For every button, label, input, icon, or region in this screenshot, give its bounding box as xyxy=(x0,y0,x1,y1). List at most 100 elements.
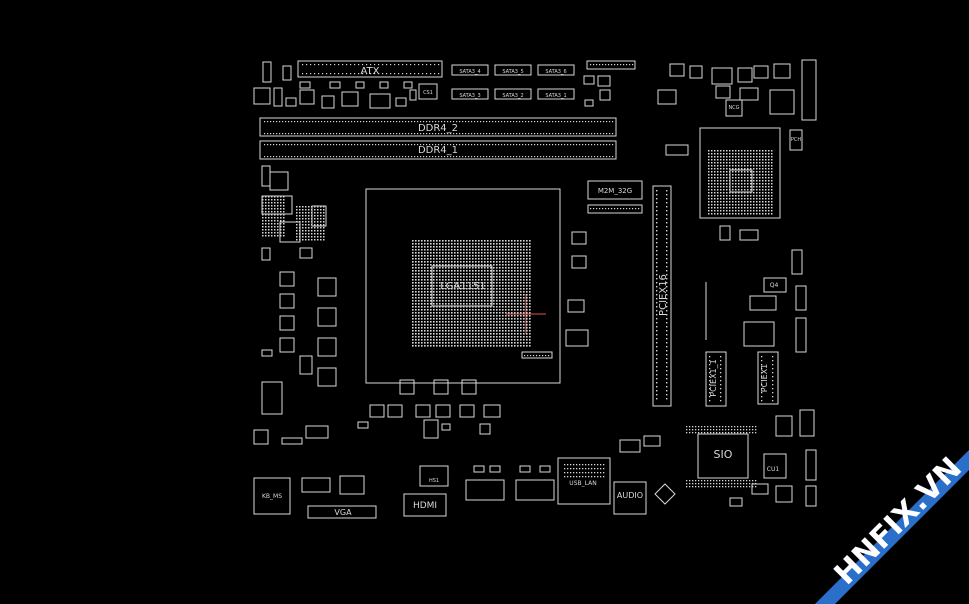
pad xyxy=(412,243,414,245)
pad xyxy=(585,472,587,474)
pad xyxy=(726,150,728,152)
pad xyxy=(750,159,752,161)
pad xyxy=(573,121,575,123)
pad xyxy=(511,327,513,329)
pad xyxy=(759,159,761,161)
pad xyxy=(499,300,501,302)
pad xyxy=(735,201,737,203)
pad xyxy=(707,480,709,482)
pad xyxy=(511,261,513,263)
pad xyxy=(493,282,495,284)
pad xyxy=(318,73,320,75)
pad xyxy=(302,215,304,217)
pad xyxy=(656,198,658,200)
pad xyxy=(523,333,525,335)
pad xyxy=(424,276,426,278)
pad xyxy=(496,279,498,281)
pad xyxy=(656,374,658,376)
pad xyxy=(459,133,461,135)
pad xyxy=(448,321,450,323)
ncg-label: NCG xyxy=(728,105,739,111)
pad xyxy=(454,264,456,266)
pad xyxy=(656,334,658,336)
pad xyxy=(472,264,474,266)
pad xyxy=(508,312,510,314)
pad xyxy=(517,339,519,341)
pad xyxy=(418,312,420,314)
pad xyxy=(744,186,746,188)
pad xyxy=(436,294,438,296)
pad xyxy=(451,264,453,266)
pad xyxy=(750,156,752,158)
pad xyxy=(405,133,407,135)
pad xyxy=(526,243,528,245)
pad xyxy=(457,330,459,332)
pad xyxy=(514,300,516,302)
pad xyxy=(711,159,713,161)
pad xyxy=(288,133,290,135)
pad xyxy=(363,156,365,158)
pad xyxy=(502,270,504,272)
pad xyxy=(573,156,575,158)
pad xyxy=(415,279,417,281)
pad xyxy=(412,261,414,263)
pad xyxy=(729,153,731,155)
pad xyxy=(555,144,557,146)
pad xyxy=(741,177,743,179)
pad xyxy=(487,267,489,269)
pad xyxy=(435,144,437,146)
pad xyxy=(549,121,551,123)
pad xyxy=(771,171,773,173)
pad xyxy=(415,333,417,335)
pad xyxy=(729,174,731,176)
pad xyxy=(305,227,307,229)
pad xyxy=(496,249,498,251)
pad xyxy=(487,261,489,263)
pad xyxy=(472,240,474,242)
pad xyxy=(543,144,545,146)
pad xyxy=(466,324,468,326)
pad xyxy=(545,355,547,357)
pad xyxy=(445,342,447,344)
pad xyxy=(528,133,530,135)
pad xyxy=(448,264,450,266)
pad xyxy=(759,165,761,167)
pad xyxy=(525,121,527,123)
sata-connector xyxy=(451,64,489,76)
pad xyxy=(529,282,531,284)
pad xyxy=(490,255,492,257)
component-outline xyxy=(571,255,587,269)
pad xyxy=(475,342,477,344)
pad xyxy=(448,294,450,296)
pad xyxy=(529,336,531,338)
pad xyxy=(523,246,525,248)
pad xyxy=(508,315,510,317)
pad xyxy=(415,261,417,263)
pad xyxy=(725,483,727,485)
pad xyxy=(709,400,711,402)
pad xyxy=(772,376,774,378)
pad xyxy=(719,429,721,431)
pad xyxy=(526,285,528,287)
pad xyxy=(740,480,742,482)
pad xyxy=(502,309,504,311)
pad xyxy=(493,327,495,329)
pad xyxy=(666,234,668,236)
pciex16-label: PCIEX16 xyxy=(658,274,669,316)
pad xyxy=(454,318,456,320)
pad xyxy=(418,73,420,75)
pad xyxy=(418,273,420,275)
pad xyxy=(707,429,709,431)
pad xyxy=(448,240,450,242)
pad xyxy=(469,339,471,341)
pad xyxy=(445,249,447,251)
pad xyxy=(596,208,598,210)
pad xyxy=(714,204,716,206)
pad xyxy=(762,180,764,182)
pad xyxy=(306,144,308,146)
pad xyxy=(772,356,774,358)
sata-connector xyxy=(537,64,575,76)
pad xyxy=(318,121,320,123)
pad xyxy=(415,306,417,308)
component-outline xyxy=(571,231,587,245)
